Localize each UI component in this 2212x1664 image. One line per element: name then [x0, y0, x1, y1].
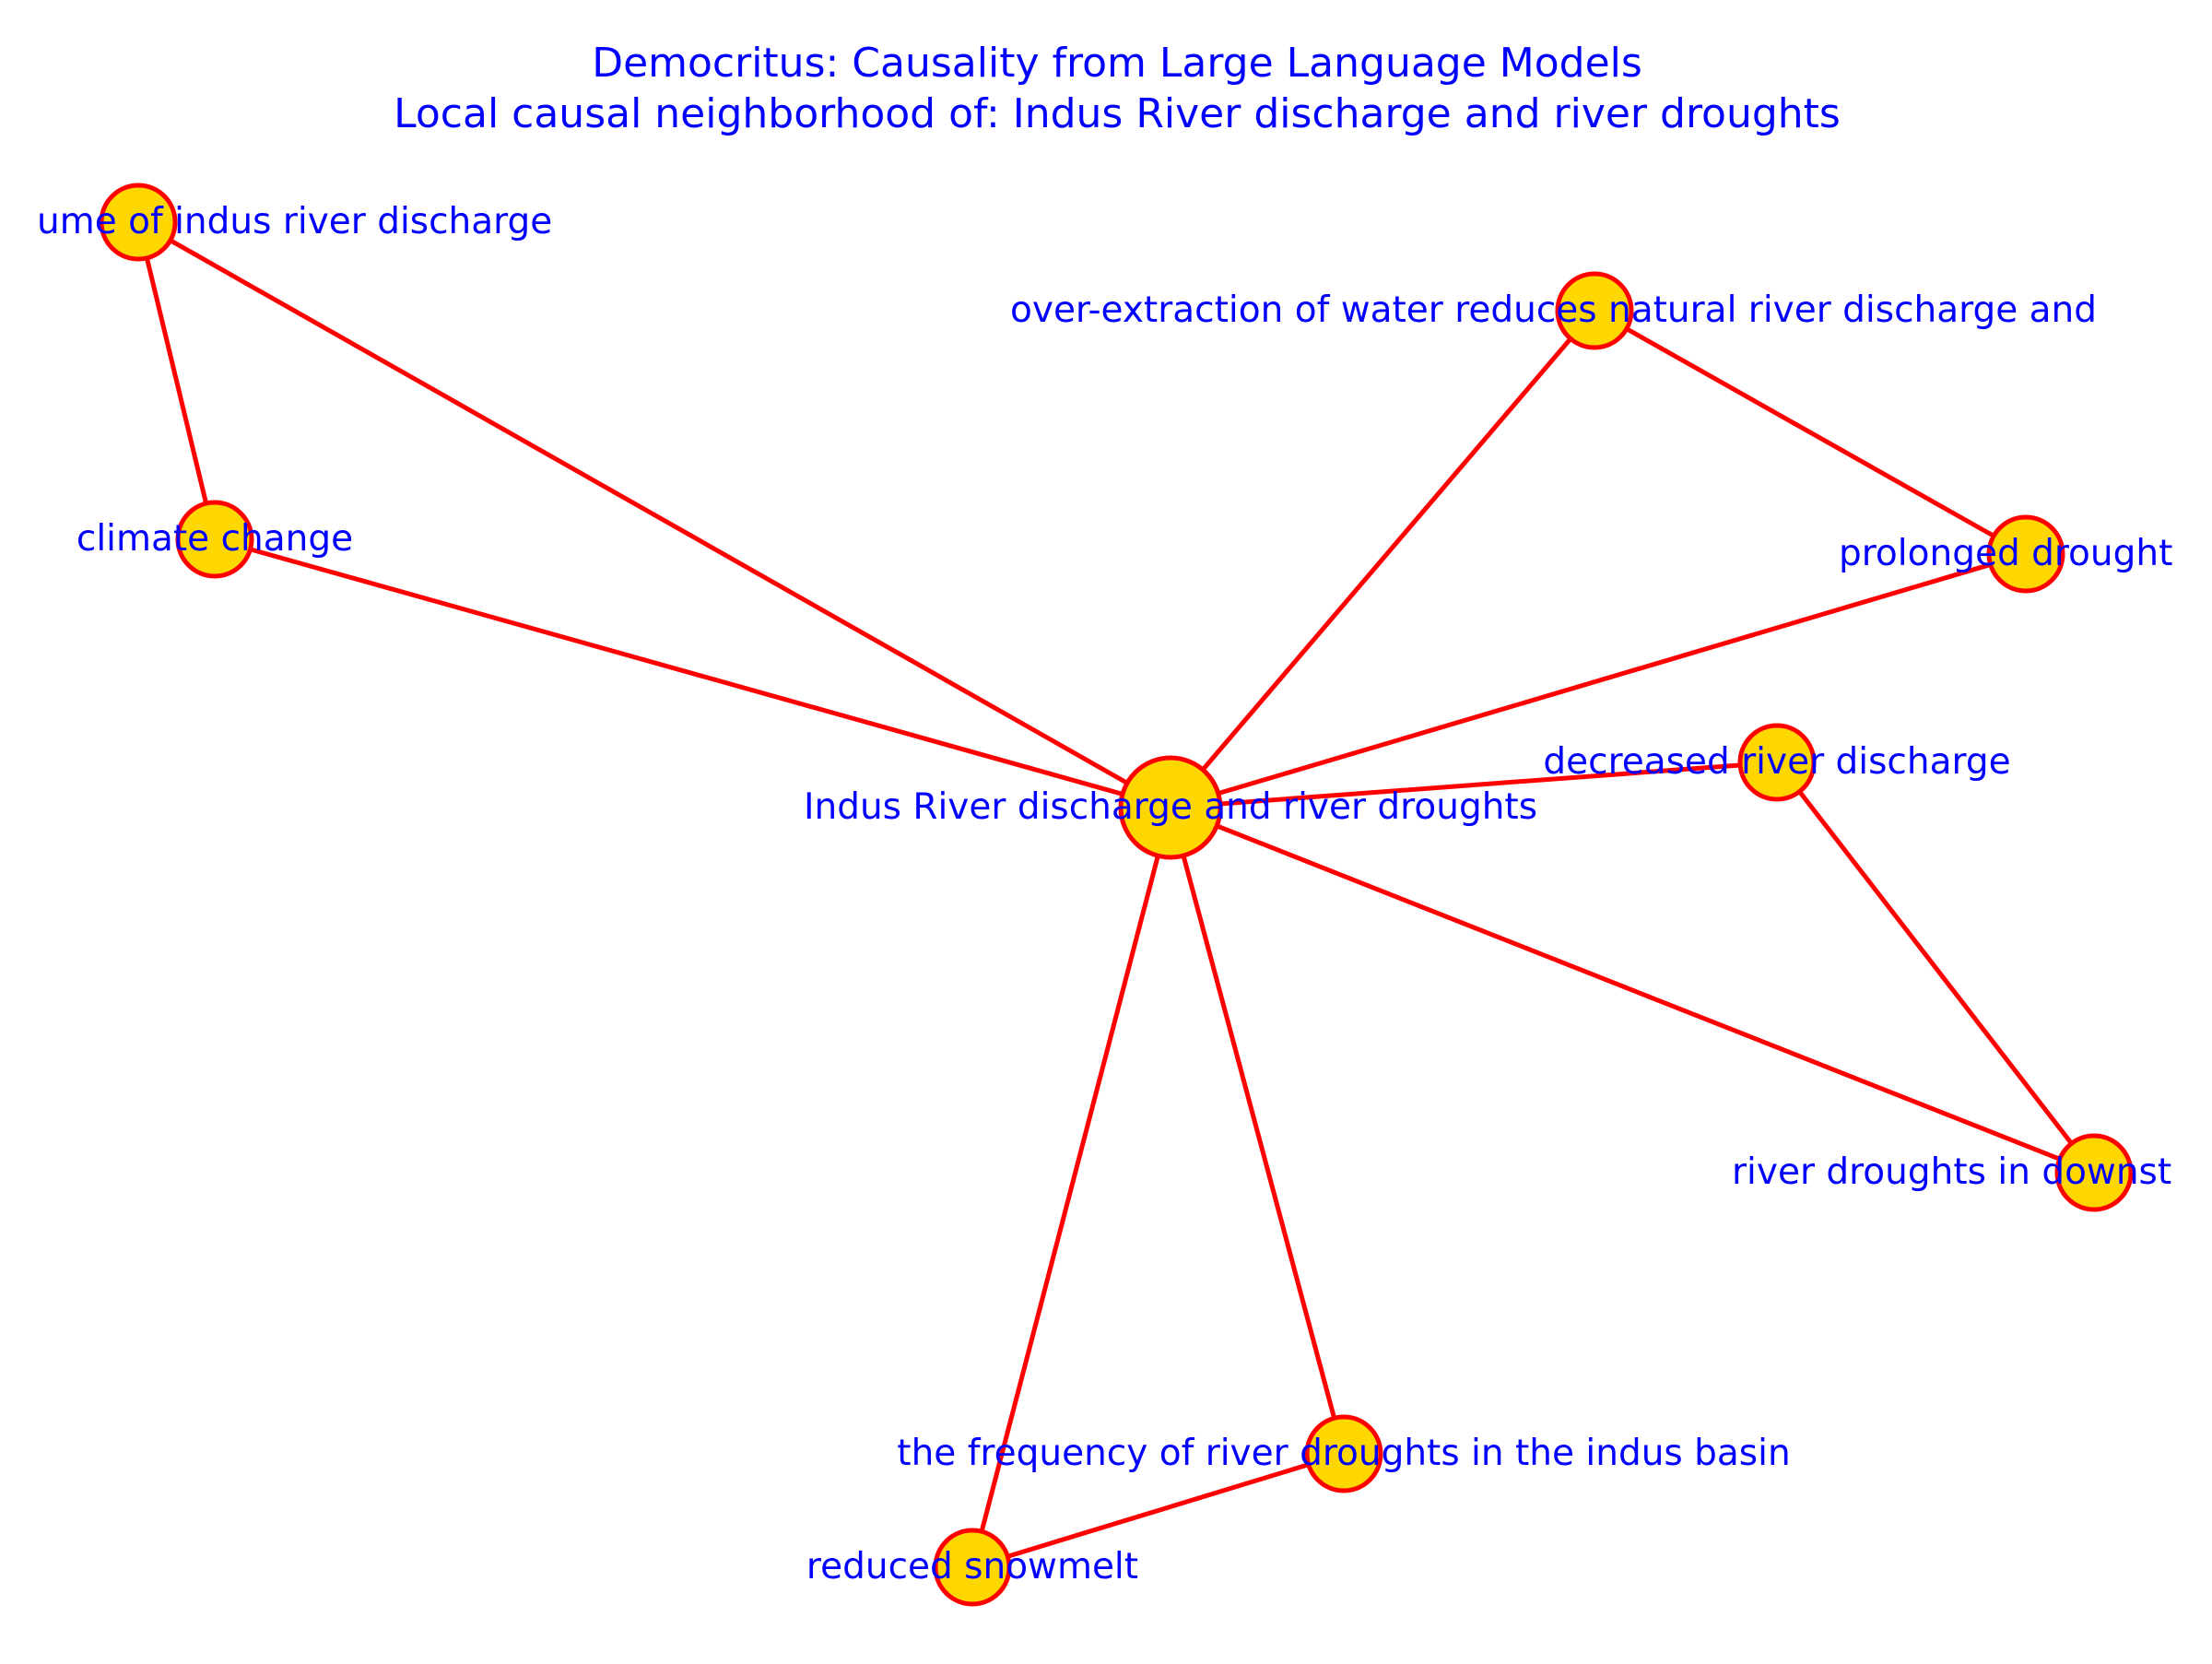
edge-center-to-frequency — [1168, 807, 1336, 1418]
node-label-frequency: the frequency of river droughts in the i… — [897, 1433, 1790, 1474]
node-frequency[interactable] — [1304, 1414, 1383, 1493]
edge-center-to-snowmelt — [980, 807, 1173, 1530]
edge-center-to-prolonged — [1170, 562, 1990, 810]
node-snowmelt[interactable] — [933, 1528, 1012, 1607]
node-label-volume: ume of indus river discharge — [37, 201, 552, 242]
graph-subtitle: Local causal neighborhood of: Indus Rive… — [394, 90, 1841, 137]
node-label-center: Indus River discharge and river droughts — [804, 786, 1537, 828]
node-label-decreased: decreased river discharge — [1543, 741, 2010, 783]
node-label-downstream: river droughts in downst — [1732, 1151, 2171, 1193]
node-label-climate: climate change — [76, 518, 353, 560]
edge-center-to-decreased — [1170, 762, 1739, 810]
node-prolonged[interactable] — [1986, 514, 2065, 594]
node-overext[interactable] — [1555, 271, 1634, 350]
node-decreased[interactable] — [1737, 723, 1817, 802]
edges-layer — [145, 239, 2073, 1570]
node-climate[interactable] — [175, 500, 254, 579]
node-volume[interactable] — [99, 183, 178, 262]
edge-decreased-to-downstream — [1775, 761, 2073, 1144]
graph-title: Democritus: Causality from Large Languag… — [592, 40, 1642, 87]
node-downstream[interactable] — [2054, 1133, 2134, 1212]
edge-climate-to-volume — [145, 259, 218, 540]
edge-center-to-downstream — [1170, 805, 2059, 1161]
nodes-layer — [99, 183, 2134, 1607]
node-center[interactable] — [1118, 755, 1223, 860]
node-label-prolonged: prolonged drought — [1839, 533, 2172, 574]
edge-center-to-overext — [1169, 338, 1571, 809]
edge-center-to-climate — [251, 547, 1171, 810]
edge-overext-to-prolonged — [1593, 308, 1994, 537]
node-label-overext: over-extraction of water reduces natural… — [1010, 289, 2097, 331]
edge-snowmelt-to-frequency — [971, 1462, 1308, 1570]
node-label-snowmelt: reduced snowmelt — [806, 1546, 1138, 1587]
edge-center-to-volume — [171, 239, 1172, 810]
labels-layer: Indus River discharge and river droughts… — [37, 201, 2172, 1587]
